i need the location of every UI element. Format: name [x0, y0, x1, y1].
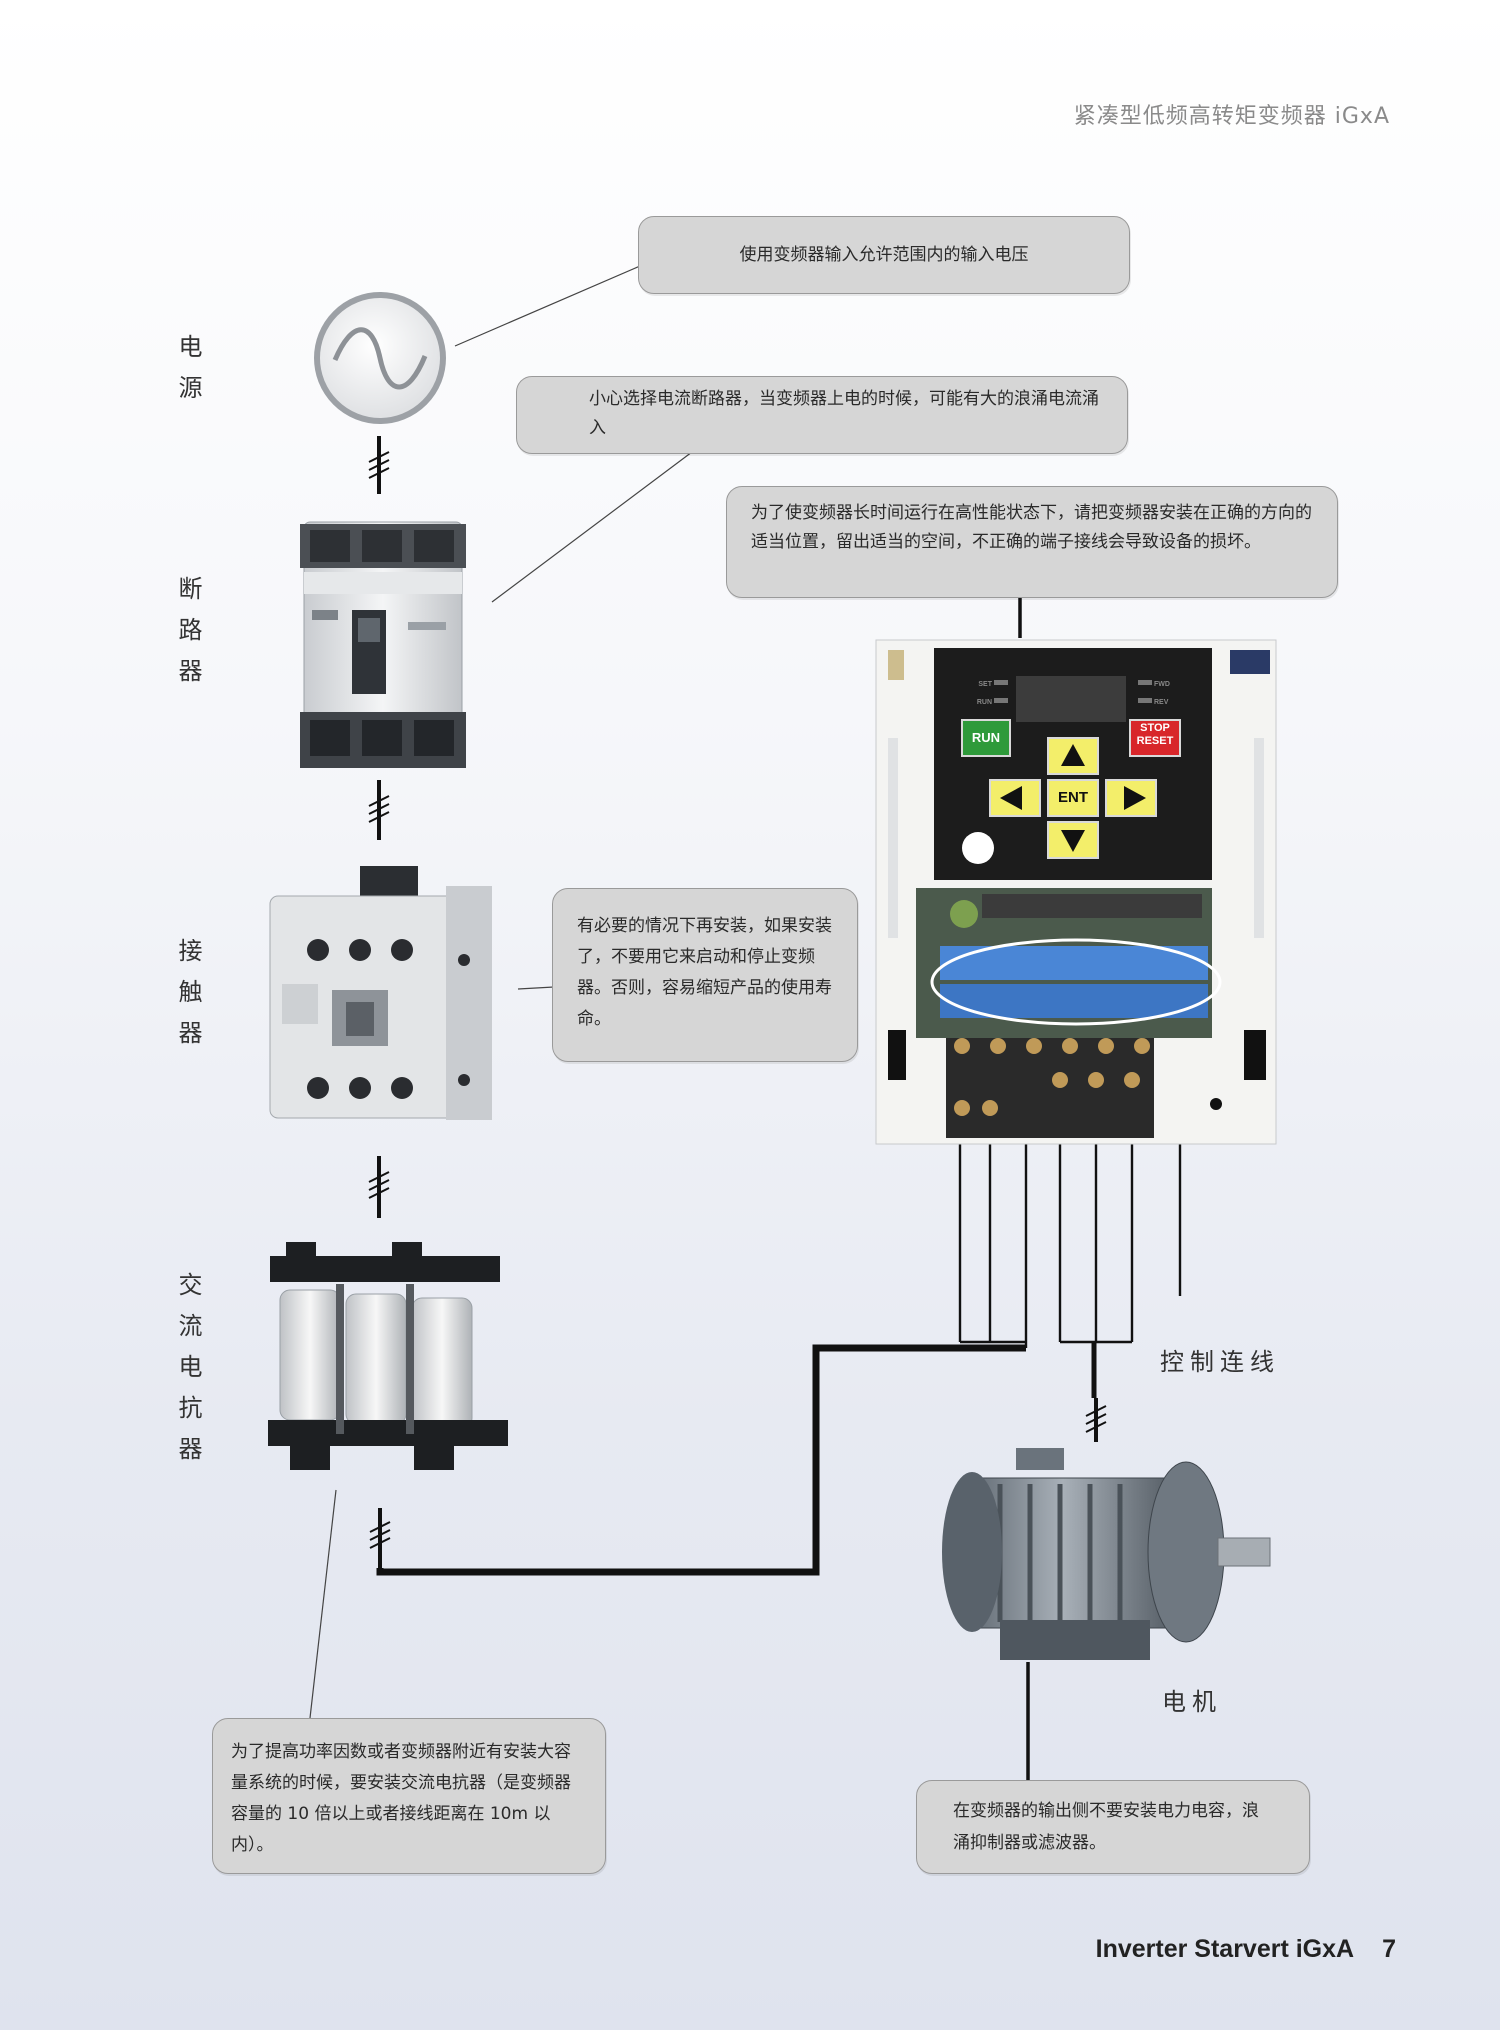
- label-motor: 电机: [1162, 1688, 1222, 1716]
- power-wire: [376, 1342, 1097, 1576]
- page-number: 7: [1382, 1935, 1396, 1963]
- label-power: 电源: [174, 334, 202, 416]
- led-rev-text: REV: [1154, 699, 1169, 706]
- callout-power: 使用变频器输入允许范围内的输入电压: [638, 216, 1130, 294]
- callout-reactor: 为了提高功率因数或者变频器附近有安装大容量系统的时候，要安装交流电抗器（是变频器…: [212, 1718, 606, 1874]
- callout-leaders: [309, 265, 693, 1719]
- led-set-text: SET: [978, 681, 992, 688]
- callout-breaker: 小心选择电流断路器，当变频器上电的时候，可能有大的浪涌电流涌入: [516, 376, 1128, 454]
- inverter-image: [875, 639, 1277, 1145]
- led-fwd-text: FWD: [1154, 681, 1170, 688]
- label-reactor: 交流电抗器: [174, 1272, 202, 1477]
- label-control-wiring: 控制连线: [1160, 1348, 1280, 1376]
- callout-motor: 在变频器的输出侧不要安装电力电容，浪涌抑制器或滤波器。: [916, 1780, 1310, 1874]
- callout-install: 为了使变频器长时间运行在高性能状态下，请把变频器安装在正确的方向的适当位置，留出…: [726, 486, 1338, 598]
- page-footer: Inverter Starvert iGxA 7: [1096, 1935, 1396, 1964]
- ac-reactor-image: [268, 1242, 508, 1470]
- document-header-title: 紧凑型低频高转矩变频器 iGxA: [1073, 104, 1390, 129]
- callout-contactor: 有必要的情况下再安装，如果安装了，不要用它来启动和停止变频器。否则，容易缩短产品…: [552, 888, 858, 1062]
- led-labels-left: SET RUN: [966, 676, 992, 712]
- stop-reset-key-label: STOP RESET: [1130, 722, 1180, 748]
- contactor-image: [269, 866, 492, 1120]
- enter-key-label: ENT: [1058, 789, 1088, 806]
- led-run-text: RUN: [976, 699, 992, 706]
- label-breaker: 断路器: [174, 576, 202, 699]
- footer-product-name: Inverter Starvert iGxA: [1095, 1935, 1355, 1963]
- reset-text: RESET: [1136, 735, 1174, 747]
- run-key-label: RUN: [971, 730, 1001, 745]
- three-phase-wire-marks: [368, 436, 1107, 1568]
- motor-image: [942, 1448, 1271, 1660]
- circuit-breaker-image: [300, 521, 466, 768]
- power-source-icon: [314, 292, 446, 424]
- led-labels-right: FWD REV: [1154, 676, 1180, 712]
- stop-text: STOP: [1140, 722, 1170, 734]
- label-contactor: 接触器: [174, 938, 202, 1061]
